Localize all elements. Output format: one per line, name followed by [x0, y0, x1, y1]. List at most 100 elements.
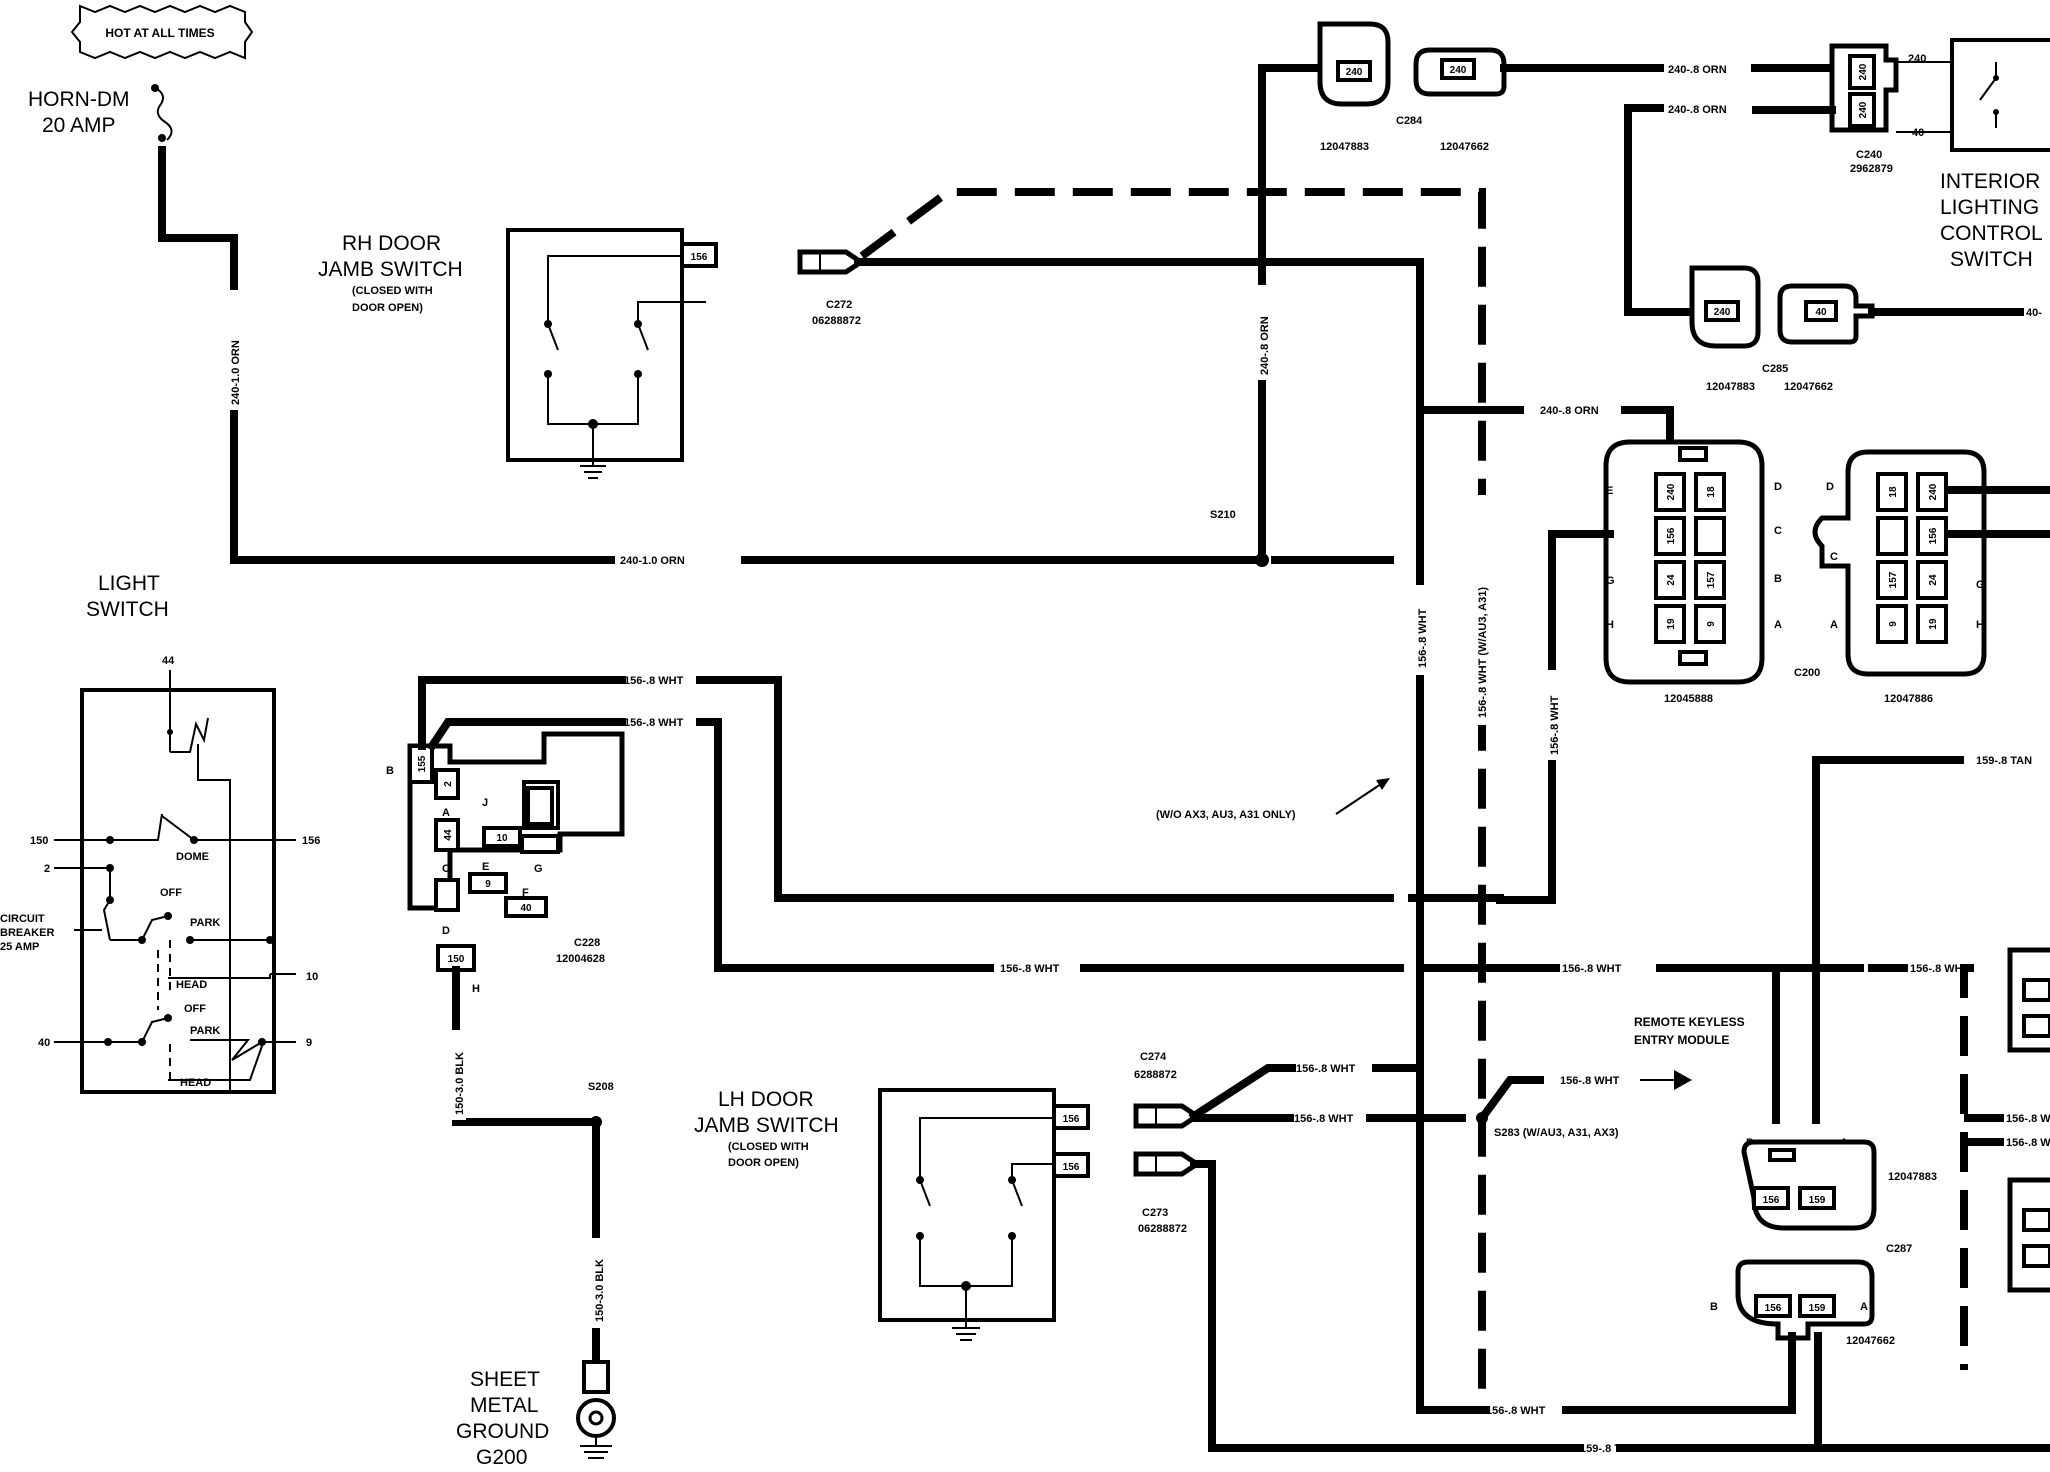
svg-text:C200: C200	[1794, 667, 1820, 679]
svg-text:150-3.0 BLK: 150-3.0 BLK	[454, 1052, 466, 1115]
svg-text:12045888: 12045888	[1664, 693, 1713, 705]
svg-text:OFF: OFF	[184, 1003, 206, 1015]
svg-text:12047883: 12047883	[1706, 381, 1755, 393]
svg-text:H: H	[1606, 619, 1614, 631]
wire-240-8-orn-vert: 240-.8 ORN	[1259, 316, 1271, 375]
connector-c228: 155 2 44 10 9 40 150 B J A C E G F D H C…	[386, 731, 625, 995]
svg-text:12047886: 12047886	[1884, 693, 1933, 705]
svg-text:40: 40	[1912, 127, 1924, 139]
svg-text:C: C	[442, 863, 450, 875]
sheet-metal-ground-g200: SHEET METAL GROUND G200	[456, 1360, 616, 1469]
lh-door-jamb-switch: LH DOOR JAMB SWITCH (CLOSED WITH DOOR OP…	[694, 1088, 1090, 1341]
svg-text:156-.8 WHT: 156-.8 WHT	[1560, 1075, 1620, 1087]
svg-text:INTERIOR: INTERIOR	[1940, 170, 2040, 193]
svg-text:159-.8 TAN: 159-.8 TAN	[1884, 1443, 1940, 1455]
svg-text:JAMB SWITCH: JAMB SWITCH	[694, 1114, 839, 1137]
svg-text:PARK: PARK	[190, 917, 220, 929]
fuse-symbol	[154, 87, 173, 141]
svg-text:44: 44	[162, 655, 175, 667]
svg-text:40-: 40-	[2026, 307, 2042, 319]
svg-text:D: D	[442, 925, 450, 937]
interior-lighting-control-switch: 240 40 INTERIOR LIGHTING CONTROL SWITCH	[1896, 38, 2050, 271]
svg-text:12047662: 12047662	[1784, 381, 1833, 393]
svg-text:G200: G200	[476, 1446, 527, 1469]
svg-text:DOOR OPEN): DOOR OPEN)	[728, 1157, 799, 1169]
svg-text:19: 19	[1666, 618, 1677, 630]
svg-text:A: A	[1774, 619, 1782, 631]
svg-text:12004628: 12004628	[556, 953, 605, 965]
svg-text:150: 150	[30, 835, 48, 847]
svg-text:40: 40	[1815, 307, 1827, 318]
svg-text:159: 159	[1809, 1303, 1826, 1314]
svg-text:156-.8 WHT: 156-.8 WHT	[624, 717, 684, 729]
svg-text:159-.8 TAN: 159-.8 TAN	[1580, 1443, 1636, 1455]
rh-door-jamb-switch: RH DOOR JAMB SWITCH (CLOSED WITH DOOR OP…	[318, 228, 718, 479]
svg-text:SHEET: SHEET	[470, 1368, 540, 1391]
svg-text:SWITCH: SWITCH	[1950, 248, 2033, 271]
svg-text:S283 (W/AU3, A31, AX3): S283 (W/AU3, A31, AX3)	[1494, 1127, 1619, 1139]
svg-text:F: F	[522, 887, 529, 899]
svg-text:156: 156	[1063, 1114, 1080, 1125]
wire-240-8-orn-2: 240-.8 ORN	[1668, 104, 1727, 116]
svg-text:BREAKER: BREAKER	[0, 927, 54, 939]
svg-text:D: D	[1774, 481, 1782, 493]
svg-text:240: 240	[1858, 63, 1869, 80]
svg-text:(CLOSED WITH: (CLOSED WITH	[728, 1141, 809, 1153]
svg-text:DOME: DOME	[176, 851, 209, 863]
svg-text:156: 156	[1928, 527, 1939, 544]
svg-text:156-.8 WHT: 156-.8 WHT	[2006, 1113, 2050, 1125]
svg-text:C: C	[1774, 525, 1782, 537]
svg-text:A: A	[1830, 619, 1838, 631]
svg-text:18: 18	[1706, 486, 1717, 498]
svg-text:G: G	[1976, 579, 1985, 591]
svg-text:40: 40	[520, 903, 532, 914]
svg-text:156-.8 WHT: 156-.8 WHT	[1486, 1405, 1546, 1417]
svg-text:G: G	[534, 863, 543, 875]
svg-text:OFF: OFF	[160, 887, 182, 899]
svg-text:C274: C274	[1140, 1051, 1167, 1063]
splice-s210: S210	[1210, 509, 1236, 521]
svg-text:240-.8 ORN: 240-.8 ORN	[1540, 405, 1599, 417]
svg-text:156-.8 WHT: 156-.8 WHT	[1294, 1113, 1354, 1125]
svg-text:E: E	[482, 861, 489, 873]
svg-text:(W/O AX3, AU3, A31 ONLY): (W/O AX3, AU3, A31 ONLY)	[1156, 809, 1296, 821]
svg-text:C285: C285	[1762, 363, 1788, 375]
svg-text:157: 157	[1706, 571, 1717, 588]
svg-text:H: H	[1976, 619, 1984, 631]
svg-text:19: 19	[1928, 618, 1939, 630]
connector-c285: 240 40 C285 12047883 12047662	[1689, 265, 1875, 393]
svg-text:JAMB SWITCH: JAMB SWITCH	[318, 258, 463, 281]
svg-text:155: 155	[417, 755, 428, 772]
svg-text:240: 240	[1666, 483, 1677, 500]
svg-text:12047883: 12047883	[1888, 1171, 1937, 1183]
svg-text:B: B	[386, 765, 394, 777]
svg-text:HEAD: HEAD	[176, 979, 207, 991]
wire-240-1-orn-vert: 240-1.0 ORN	[230, 340, 242, 405]
svg-text:CIRCUIT: CIRCUIT	[0, 913, 45, 925]
svg-text:PARK: PARK	[190, 1025, 220, 1037]
svg-text:6288872: 6288872	[1134, 1069, 1177, 1081]
fuse-name: HORN-DM	[28, 88, 129, 111]
svg-text:ENTRY MODULE: ENTRY MODULE	[1634, 1033, 1729, 1047]
svg-text:9: 9	[306, 1037, 312, 1049]
svg-text:159-.8 TAN: 159-.8 TAN	[1976, 755, 2032, 767]
svg-text:24: 24	[1666, 574, 1677, 586]
svg-text:RH DOOR: RH DOOR	[342, 232, 441, 255]
svg-text:44: 44	[443, 829, 454, 841]
hot-at-all-times-badge: HOT AT ALL TIMES	[70, 4, 254, 60]
connector-c273: C273 06288872	[1133, 1151, 1197, 1235]
connector-c284: 240 12047883 C284 240 12047662	[1317, 21, 1507, 153]
svg-text:240: 240	[1714, 307, 1731, 318]
svg-text:156-.8 WHT (W/AU3, A31): 156-.8 WHT (W/AU3, A31)	[1477, 587, 1489, 718]
connector-c200: 240 18 156 24 157 19 9 E F G H D C B A 1…	[1603, 439, 1987, 705]
connector-c240: 240 240 C240 2962879	[1829, 43, 1899, 175]
svg-text:157: 157	[1888, 571, 1899, 588]
svg-text:METAL: METAL	[470, 1394, 538, 1417]
svg-text:156: 156	[1666, 527, 1677, 544]
svg-text:9: 9	[1706, 621, 1717, 627]
svg-text:240: 240	[1346, 67, 1363, 78]
svg-text:CONTROL: CONTROL	[1940, 222, 2043, 245]
svg-text:240: 240	[1858, 101, 1869, 118]
wire-240-8-orn-top: 240-.8 ORN	[1668, 64, 1727, 76]
